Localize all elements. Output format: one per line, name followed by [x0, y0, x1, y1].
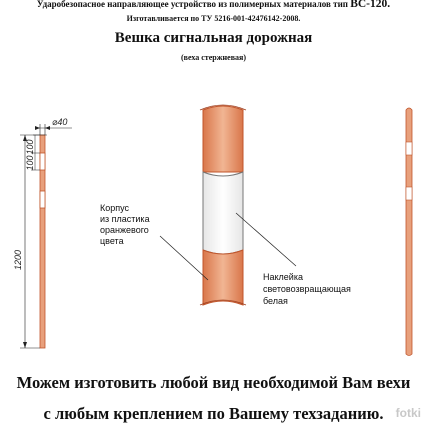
left-pole-band-2 — [39, 190, 46, 209]
footer-line-1: Можем изготовить любой вид необходимой В… — [16, 373, 411, 392]
center-section — [159, 104, 297, 306]
second-dim-label: 100 — [25, 155, 35, 170]
body-leader-line — [159, 235, 209, 281]
sticker-callout-line-3: белая — [263, 296, 288, 306]
left-technical-drawing: ⌀40 1200 100 100 — [13, 117, 72, 349]
length-label: 1200 — [13, 250, 23, 270]
header-spec-text: Ударобезопасное направляющее устройство … — [36, 0, 348, 9]
body-callout-line-4: цвета — [100, 236, 124, 246]
center-orange-bottom — [202, 249, 244, 306]
watermark: fotki — [395, 406, 421, 420]
right-pole — [405, 107, 413, 356]
body-callout-line-2: из пластика — [100, 214, 150, 224]
left-pole-band-1 — [39, 152, 46, 171]
right-pole-band-1 — [405, 141, 413, 156]
header-model: ВС-120. — [350, 0, 391, 10]
body-callout-line-3: оранжевого — [100, 225, 149, 235]
footer-line-2: с любым креплением по Вашему техзаданию. — [43, 404, 384, 423]
right-pole-band-2 — [405, 186, 413, 201]
top-dim-label: 100 — [25, 139, 35, 154]
center-white-band — [202, 171, 244, 255]
header-tu-line: Изготавливается по ТУ 5216-001-42476142-… — [126, 14, 301, 23]
center-orange-top — [202, 105, 244, 173]
diameter-label: ⌀40 — [52, 117, 67, 127]
sticker-callout-line-2: световозвращающая — [263, 284, 351, 294]
body-callout: Корпус из пластика оранжевого цвета — [100, 203, 150, 246]
header-spec-line: Ударобезопасное направляющее устройство … — [0, 0, 427, 10]
body-callout-line-1: Корпус — [100, 203, 130, 213]
right-post — [405, 107, 413, 356]
sticker-callout: Наклейка световозвращающая белая — [263, 272, 351, 306]
sticker-callout-line-1: Наклейка — [263, 272, 303, 282]
page-title: Вешка сигнальная дорожная — [114, 30, 313, 46]
page-subtitle: (веха стержневая) — [180, 53, 247, 62]
sticker-leader-line — [235, 212, 297, 267]
